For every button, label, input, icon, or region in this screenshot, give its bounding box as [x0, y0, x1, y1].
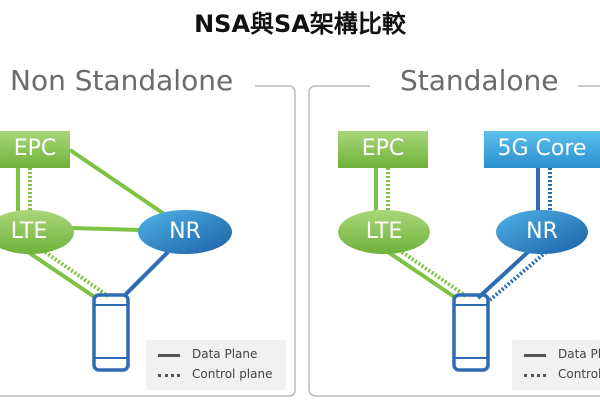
page-title: NSA與SA架構比較: [194, 10, 406, 38]
nsa-nr-node: [138, 210, 232, 254]
nsa-lte-nr-link: [69, 226, 141, 232]
nsa-epc-nr-link: [68, 148, 172, 220]
sa-nr-node: [496, 210, 588, 254]
sa-epc-node: [338, 131, 428, 168]
nsa-phone-icon: [92, 293, 130, 372]
sa-lte-phone-control: [400, 250, 468, 298]
legend-solid-line: [524, 354, 546, 357]
nsa-lte-phone-data: [26, 250, 98, 300]
sa-nr-label: NR: [526, 219, 558, 244]
sa-lte-node: [338, 210, 430, 254]
sa-lte-label: LTE: [365, 219, 403, 244]
legend-control-plane-label: Control plane: [558, 367, 600, 381]
panel-frame-nsa: [0, 85, 296, 397]
nsa-nr-phone-data: [122, 250, 170, 298]
sa-nr-phone-control: [488, 250, 548, 302]
nsa-lte-node: [0, 210, 74, 254]
legend-data-plane-label: Data Plane: [192, 347, 258, 361]
sa-nr-phone-data: [476, 250, 530, 300]
nsa-legend: Data Plane Control plane: [146, 340, 286, 390]
nsa-nr-label: NR: [169, 219, 201, 244]
panel-title-nsa: Non Standalone: [10, 64, 234, 97]
legend-control-plane-label: Control plane: [192, 367, 273, 381]
nsa-lte-phone-control: [43, 250, 110, 298]
sa-epc-label: EPC: [361, 136, 405, 161]
legend-dotted-line: [158, 374, 180, 377]
legend-data-plane-label: Data Plane: [558, 347, 600, 361]
sa-lte-phone-data: [386, 250, 458, 300]
sa-phone-icon: [452, 293, 490, 372]
panel-title-sa: Standalone: [400, 64, 559, 97]
panel-frame-sa: [308, 85, 600, 397]
sa-core-label: 5G Core: [497, 136, 587, 161]
legend-dotted-line: [524, 374, 546, 377]
nsa-epc-node: [0, 131, 70, 168]
legend-solid-line: [158, 354, 180, 357]
nsa-lte-label: LTE: [10, 219, 48, 244]
sa-core-node: [484, 131, 600, 168]
nsa-epc-label: EPC: [13, 136, 57, 161]
sa-legend: Data Plane Control plane: [512, 340, 600, 390]
